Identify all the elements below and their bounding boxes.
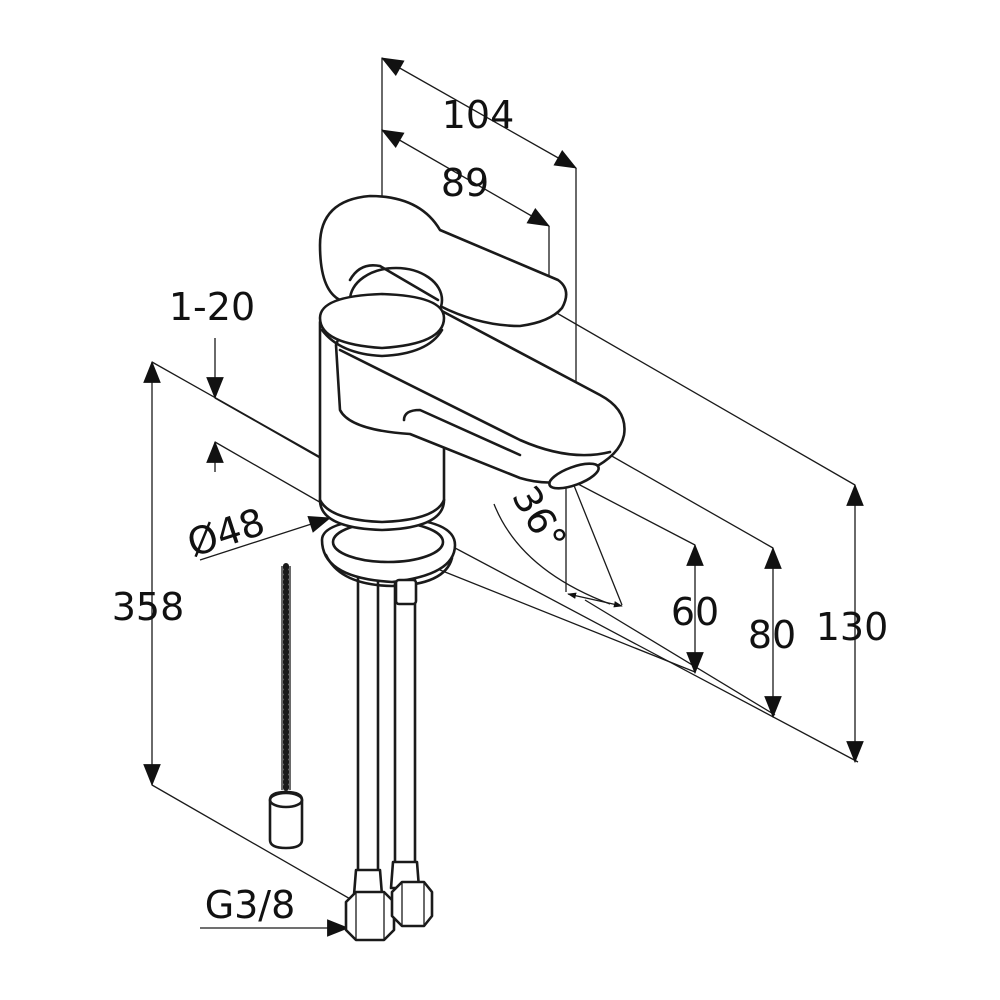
dim-line-89 bbox=[381, 129, 550, 227]
extension-line-80-top bbox=[609, 454, 774, 549]
extension-line-358-top bbox=[151, 361, 323, 459]
hex-nut-right bbox=[390, 880, 434, 928]
lever-handle bbox=[318, 194, 568, 358]
label-104: 104 bbox=[442, 93, 515, 137]
mounting-flange bbox=[320, 516, 457, 606]
extension-line-358-bottom bbox=[151, 784, 353, 901]
pull-rod-knob bbox=[268, 790, 304, 850]
label-1-20: 1-20 bbox=[169, 285, 255, 329]
dimension-lines bbox=[143, 57, 864, 937]
faucet-body bbox=[268, 194, 626, 942]
mounting-stud bbox=[394, 578, 418, 606]
handle-collar bbox=[318, 292, 446, 350]
label-130: 130 bbox=[816, 605, 889, 649]
label-angle: 36° bbox=[503, 478, 575, 558]
aerator bbox=[548, 462, 600, 490]
pull-rod bbox=[268, 563, 304, 850]
extension-line-base-130 bbox=[439, 539, 859, 763]
label-358: 358 bbox=[112, 585, 185, 629]
extension-line-base-80 bbox=[584, 599, 776, 716]
dimension-labels: 104 89 1-20 Ø48 358 36° 60 80 130 G3/8 bbox=[112, 93, 889, 927]
label-60: 60 bbox=[671, 590, 719, 634]
leader-diameter bbox=[199, 516, 332, 561]
extension-line-base-60 bbox=[429, 565, 696, 673]
extension-line-130-top bbox=[554, 311, 856, 486]
label-80: 80 bbox=[748, 613, 796, 657]
label-thread: G3/8 bbox=[205, 883, 296, 927]
extension-line-60-top bbox=[577, 483, 696, 546]
hose-left bbox=[356, 558, 380, 886]
angle-leg-spout bbox=[572, 482, 623, 606]
label-89: 89 bbox=[441, 161, 489, 205]
hex-nut-left bbox=[344, 890, 396, 942]
hose-right bbox=[393, 578, 417, 876]
extension-line-1-20-lower bbox=[214, 441, 331, 509]
label-diameter: Ø48 bbox=[182, 500, 270, 566]
supply-hoses bbox=[344, 558, 434, 942]
angle-arrow bbox=[567, 592, 623, 608]
